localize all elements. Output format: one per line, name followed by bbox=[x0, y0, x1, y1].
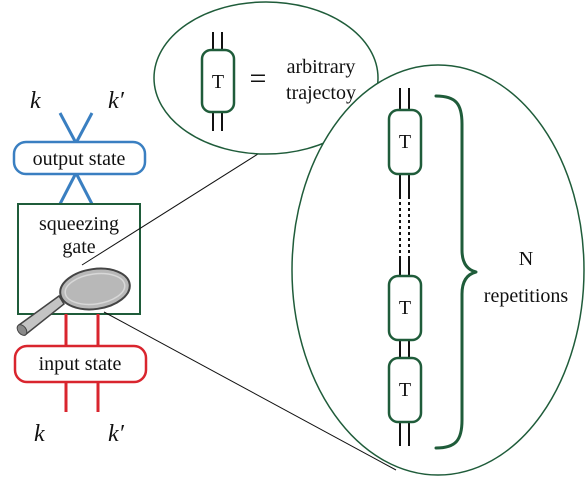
tensor-T3: T bbox=[387, 356, 423, 424]
squeezing-gate-label-line1: squeezing bbox=[39, 213, 119, 235]
definition-tensor-symbol: T bbox=[212, 71, 224, 93]
input-legs bbox=[64, 314, 100, 412]
definition-bubble bbox=[153, 1, 379, 155]
tensor-chain-ellipsis bbox=[399, 196, 410, 256]
output-leg-bottom-left bbox=[58, 172, 78, 205]
input-state-label: input state bbox=[39, 353, 122, 375]
tensor-chain-legs bbox=[399, 88, 410, 446]
definition-tensor-box bbox=[200, 48, 236, 114]
tensor-definition: T bbox=[200, 32, 236, 131]
zoom-ellipse bbox=[291, 64, 585, 476]
output-state-box bbox=[12, 140, 147, 176]
output-leg-top-right bbox=[74, 112, 94, 144]
definition-tensor-legs bbox=[212, 32, 223, 131]
tensor-T1: T bbox=[387, 108, 423, 176]
repetition-brace bbox=[434, 94, 478, 450]
magnifier-lens-rim bbox=[64, 272, 126, 306]
zoom-line-lower bbox=[103, 311, 397, 471]
k-top-right-label: k′ bbox=[108, 88, 125, 114]
arbitrary-label: arbitrary bbox=[287, 56, 356, 78]
zoom-line-upper bbox=[81, 153, 259, 266]
k-bottom-right-label: k′ bbox=[108, 421, 125, 447]
tensor-T3-box bbox=[387, 356, 423, 424]
magnifier-handle-end bbox=[16, 324, 28, 336]
tensor-T2-box bbox=[387, 274, 423, 342]
output-state-label: output state bbox=[33, 148, 126, 170]
n-label: N bbox=[519, 248, 533, 270]
tensor-T1-symbol: T bbox=[399, 131, 411, 153]
equals-sign: = bbox=[250, 62, 267, 95]
k-bottom-left-label: k bbox=[34, 421, 45, 447]
output-leg-bottom-right bbox=[74, 172, 94, 205]
repetitions-label: repetitions bbox=[484, 285, 569, 307]
magnifier-icon bbox=[16, 267, 131, 337]
input-state-box bbox=[13, 344, 148, 384]
output-legs bbox=[58, 112, 94, 205]
output-leg-top-left bbox=[58, 112, 78, 144]
zoom-connector-lines bbox=[81, 153, 397, 471]
squeezing-gate-label-line2: gate bbox=[62, 236, 95, 258]
tensor-T1-box bbox=[387, 108, 423, 176]
tensor-T2: T bbox=[387, 274, 423, 342]
trajectory-label: trajectoy bbox=[286, 82, 356, 104]
tensor-T2-symbol: T bbox=[399, 297, 411, 319]
k-top-left-label: k bbox=[30, 88, 41, 114]
tensor-T3-symbol: T bbox=[399, 379, 411, 401]
